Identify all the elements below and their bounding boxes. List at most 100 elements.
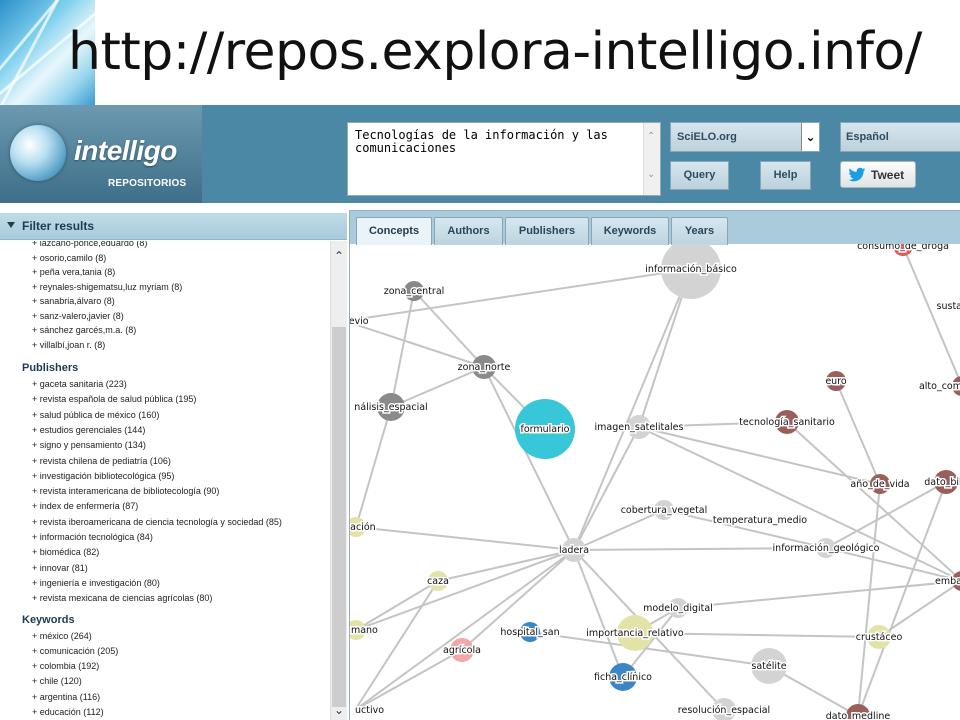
publisher-filter-item[interactable]: + revista española de salud pública (195… [32,394,197,405]
scrollbar-thumb[interactable] [332,327,346,707]
graph-node-modelo-digital[interactable]: modelo_digital [642,598,714,618]
help-button[interactable]: Help [760,161,811,190]
graph-node-formulario[interactable]: formulario [515,399,575,459]
publisher-filter-item[interactable]: + signo y pensamiento (134) [32,440,146,451]
query-button[interactable]: Query [670,161,729,190]
graph-node-importancia-relativo[interactable]: importancia_relativo [585,615,685,651]
graph-node-circle[interactable] [952,376,960,396]
graph-node-circle[interactable] [870,474,890,494]
graph-node-circle[interactable] [350,517,366,537]
graph-node-ladera[interactable]: ladera [557,538,591,562]
graph-node-satelite[interactable]: satélite [750,648,788,684]
publisher-filter-item[interactable]: + ingeniería e investigación (80) [32,577,160,588]
publisher-filter-item[interactable]: + innovar (81) [32,562,88,573]
graph-node-resolucion-espacial[interactable]: resolución_espacial [676,698,772,720]
author-filter-item[interactable]: + sanz-valero,javier (8) [32,310,124,321]
graph-node-caza[interactable]: caza [426,571,450,591]
graph-node-circle[interactable] [934,470,958,494]
author-filter-item[interactable]: + peña vera,tania (8) [32,267,116,277]
tab-authors[interactable]: Authors [434,217,503,245]
graph-node-analisis-espacial[interactable]: nálisis_espacial [353,393,429,421]
graph-node-ificacion[interactable]: ificación [350,517,377,537]
publisher-filter-item[interactable]: + revista iberoamericana de ciencia tecn… [32,516,282,527]
sidebar-scrollbar[interactable]: ⌃ ⌄ [330,241,347,720]
graph-node-circle[interactable] [520,622,540,642]
publisher-filter-item[interactable]: + salud pública de méxico (160) [32,409,160,420]
graph-node-ductivo[interactable]: uctivo [354,704,386,718]
graph-node-circle[interactable] [562,538,586,562]
graph-node-consumo-de-droga[interactable]: consumo_de_droga [856,244,950,256]
source-select[interactable]: SciELO.org ⌄ [670,122,820,152]
graph-node-circle[interactable] [668,598,688,618]
author-filter-item[interactable]: + sánchez garcés,m.a. (8) [32,325,137,335]
tweet-button[interactable]: Tweet [840,161,916,188]
publisher-filter-item[interactable]: + estudios gerenciales (144) [32,424,146,435]
query-textarea[interactable]: Tecnologías de la información y las comu… [347,122,661,196]
keyword-filter-item[interactable]: + educación (112) [32,707,104,717]
graph-node-zona-norte[interactable]: zona_norte [456,355,512,379]
keyword-filter-item[interactable]: + argentina (116) [32,691,101,702]
graph-node-circle[interactable] [952,571,960,591]
graph-node-circle[interactable] [846,704,870,720]
logo[interactable]: intelligo REPOSITORIOS [0,105,202,203]
graph-node-circle[interactable] [404,281,424,301]
graph-node-hospital-san[interactable]: hospital_san [499,622,561,642]
graph-node-agricola[interactable]: agrícola [442,638,482,662]
graph-node-circle[interactable] [350,620,366,640]
publisher-filter-item[interactable]: + investigación bibliotecológica (95) [32,470,175,481]
tab-years[interactable]: Years [671,217,728,245]
graph-node-circle[interactable] [867,625,891,649]
graph-node-crustaceo[interactable]: crustáceo [854,625,904,649]
graph-node-circle[interactable] [617,615,653,651]
keyword-filter-item[interactable]: + méxico (264) [32,630,92,641]
keyword-filter-item[interactable]: + comunicación (205) [32,645,119,656]
graph-node-circle[interactable] [712,698,736,720]
graph-node-circle[interactable] [654,500,674,520]
graph-node-ano-de-vida[interactable]: año_de_vida [849,474,911,494]
graph-node-emba[interactable]: emba [934,571,960,591]
graph-node-susta[interactable]: susta [935,300,960,314]
graph-node-circle[interactable] [609,663,637,691]
publisher-filter-item[interactable]: + revista interamericana de bibliotecolo… [32,486,220,497]
graph-node-tecnologia-sanitario[interactable]: tecnología_sanitario [738,410,837,434]
concept-graph[interactable]: información_básicoconsumo_de_drogazona_c… [350,244,960,720]
graph-node-circle[interactable] [450,638,474,662]
author-filter-item[interactable]: + osorio,camilo (8) [32,252,107,263]
chevron-down-icon[interactable]: ⌄ [801,123,819,151]
publisher-filter-item[interactable]: + información tecnológica (84) [32,532,153,542]
graph-node-circle[interactable] [661,244,721,299]
tab-keywords[interactable]: Keywords [591,217,669,245]
author-filter-item[interactable]: + sanabria,álvaro (8) [32,296,115,306]
graph-node-imagen-satelitales[interactable]: imagen_satelitales [593,415,685,439]
graph-node-circle[interactable] [893,244,913,256]
graph-node-circle[interactable] [751,648,787,684]
graph-node-circle[interactable] [816,538,836,558]
graph-node-circle[interactable] [515,399,575,459]
graph-node-dato-medline[interactable]: dato_medline [824,704,892,720]
query-scrollbar[interactable]: ⌃ ⌄ [643,123,660,195]
graph-node-circle[interactable] [826,371,846,391]
graph-node-circle[interactable] [775,410,799,434]
scroll-down-icon[interactable]: ⌄ [334,703,345,717]
graph-node-circle[interactable] [472,355,496,379]
tab-concepts[interactable]: Concepts [356,217,432,245]
graph-node-circle[interactable] [627,415,651,439]
graph-node-revio[interactable]: revio [350,315,370,329]
graph-node-circle[interactable] [377,393,405,421]
graph-node-dato-bibl[interactable]: dato_bibl [923,470,960,494]
graph-node-circle[interactable] [428,571,448,591]
graph-node-informacion-geologico[interactable]: información_geológico [771,538,881,558]
filter-results-header[interactable]: Filter results [0,213,347,240]
graph-node-temperatura-medio[interactable]: temperatura_medio [711,514,808,528]
publisher-filter-item[interactable]: + gaceta sanitaria (223) [32,379,127,389]
graph-node-alto-com[interactable]: alto_com [917,376,960,396]
graph-node-cobertura-vegetal[interactable]: cobertura_vegetal [619,500,709,520]
graph-node-ficha-clinico[interactable]: ficha_clínico [593,663,654,691]
graph-node-humano[interactable]: _humano [350,620,380,640]
publisher-filter-item[interactable]: + biomédica (82) [32,547,100,558]
author-filter-item[interactable]: + villalbí,joan r. (8) [32,339,106,350]
graph-node-euro[interactable]: euro [824,371,848,391]
tab-publishers[interactable]: Publishers [505,217,589,245]
publisher-filter-item[interactable]: + revista chilena de pediatría (106) [32,455,171,466]
scroll-up-icon[interactable]: ⌃ [334,249,345,263]
